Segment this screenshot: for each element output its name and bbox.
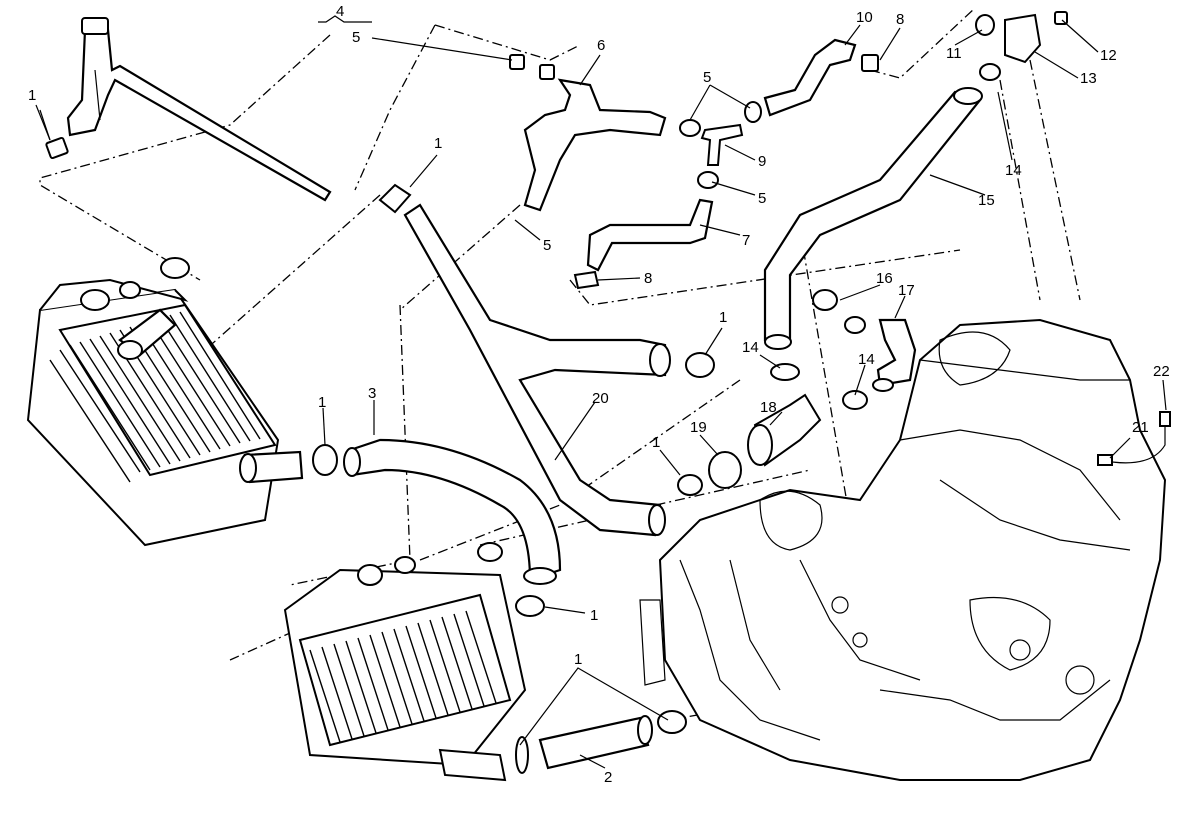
hose-part-20 [378, 183, 671, 537]
callout-1: 1 [318, 394, 326, 411]
callout-3: 3 [368, 385, 376, 402]
callout-1: 1 [434, 135, 442, 152]
callout-2: 2 [604, 769, 612, 786]
callout-7: 7 [742, 232, 750, 249]
callout-19: 19 [690, 419, 707, 436]
callout-5: 5 [543, 237, 551, 254]
lower-radiator-fins [309, 610, 497, 743]
callout-10: 10 [856, 9, 873, 26]
thermostat-housing-part-13 [861, 11, 1068, 81]
callout-20: 20 [592, 390, 609, 407]
callout-4: 4 [336, 3, 344, 20]
callout-22: 22 [1153, 363, 1170, 380]
callout-1: 1 [574, 651, 582, 668]
callout-numbers: 1 4 5 6 10 8 11 12 13 5 9 5 14 15 1 5 7 … [28, 3, 1170, 786]
temperature-sensor-part-21-22 [1097, 411, 1171, 466]
callout-18: 18 [760, 399, 777, 416]
hose-part-15 [763, 87, 983, 350]
callout-1: 1 [719, 309, 727, 326]
tee-fitting-part-9 [700, 123, 744, 166]
engine-block [639, 318, 1167, 781]
callout-5: 5 [352, 29, 360, 46]
callout-9: 9 [758, 153, 766, 170]
hose-part-10 [744, 38, 857, 123]
callout-15: 15 [978, 192, 995, 209]
callout-13: 13 [1080, 70, 1097, 87]
hose-part-2 [515, 710, 687, 774]
hose-part-7 [573, 171, 719, 290]
lower-radiator [283, 542, 527, 782]
callout-11: 11 [946, 45, 962, 62]
leader-lines [35, 15, 1167, 769]
callout-14: 14 [742, 339, 759, 356]
callout-6: 6 [597, 37, 605, 54]
hose-part-3 [343, 438, 562, 585]
callout-1: 1 [590, 607, 598, 624]
assembly-dash-lines [39, 7, 1081, 721]
callout-8: 8 [896, 11, 904, 28]
callout-8: 8 [644, 270, 652, 287]
callout-17: 17 [898, 282, 915, 299]
hose-part-6 [509, 54, 701, 212]
upper-radiator [26, 257, 304, 547]
callout-5: 5 [703, 69, 711, 86]
callout-12: 12 [1100, 47, 1117, 64]
callout-5: 5 [758, 190, 766, 207]
callout-1: 1 [28, 87, 36, 104]
fittings-center-right [312, 289, 917, 617]
callout-1: 1 [652, 434, 660, 451]
bleed-pipe-part-4 [39, 17, 332, 202]
callout-14: 14 [858, 351, 875, 368]
callout-14: 14 [1005, 162, 1022, 179]
callout-16: 16 [876, 270, 893, 287]
callout-21: 21 [1132, 419, 1149, 436]
